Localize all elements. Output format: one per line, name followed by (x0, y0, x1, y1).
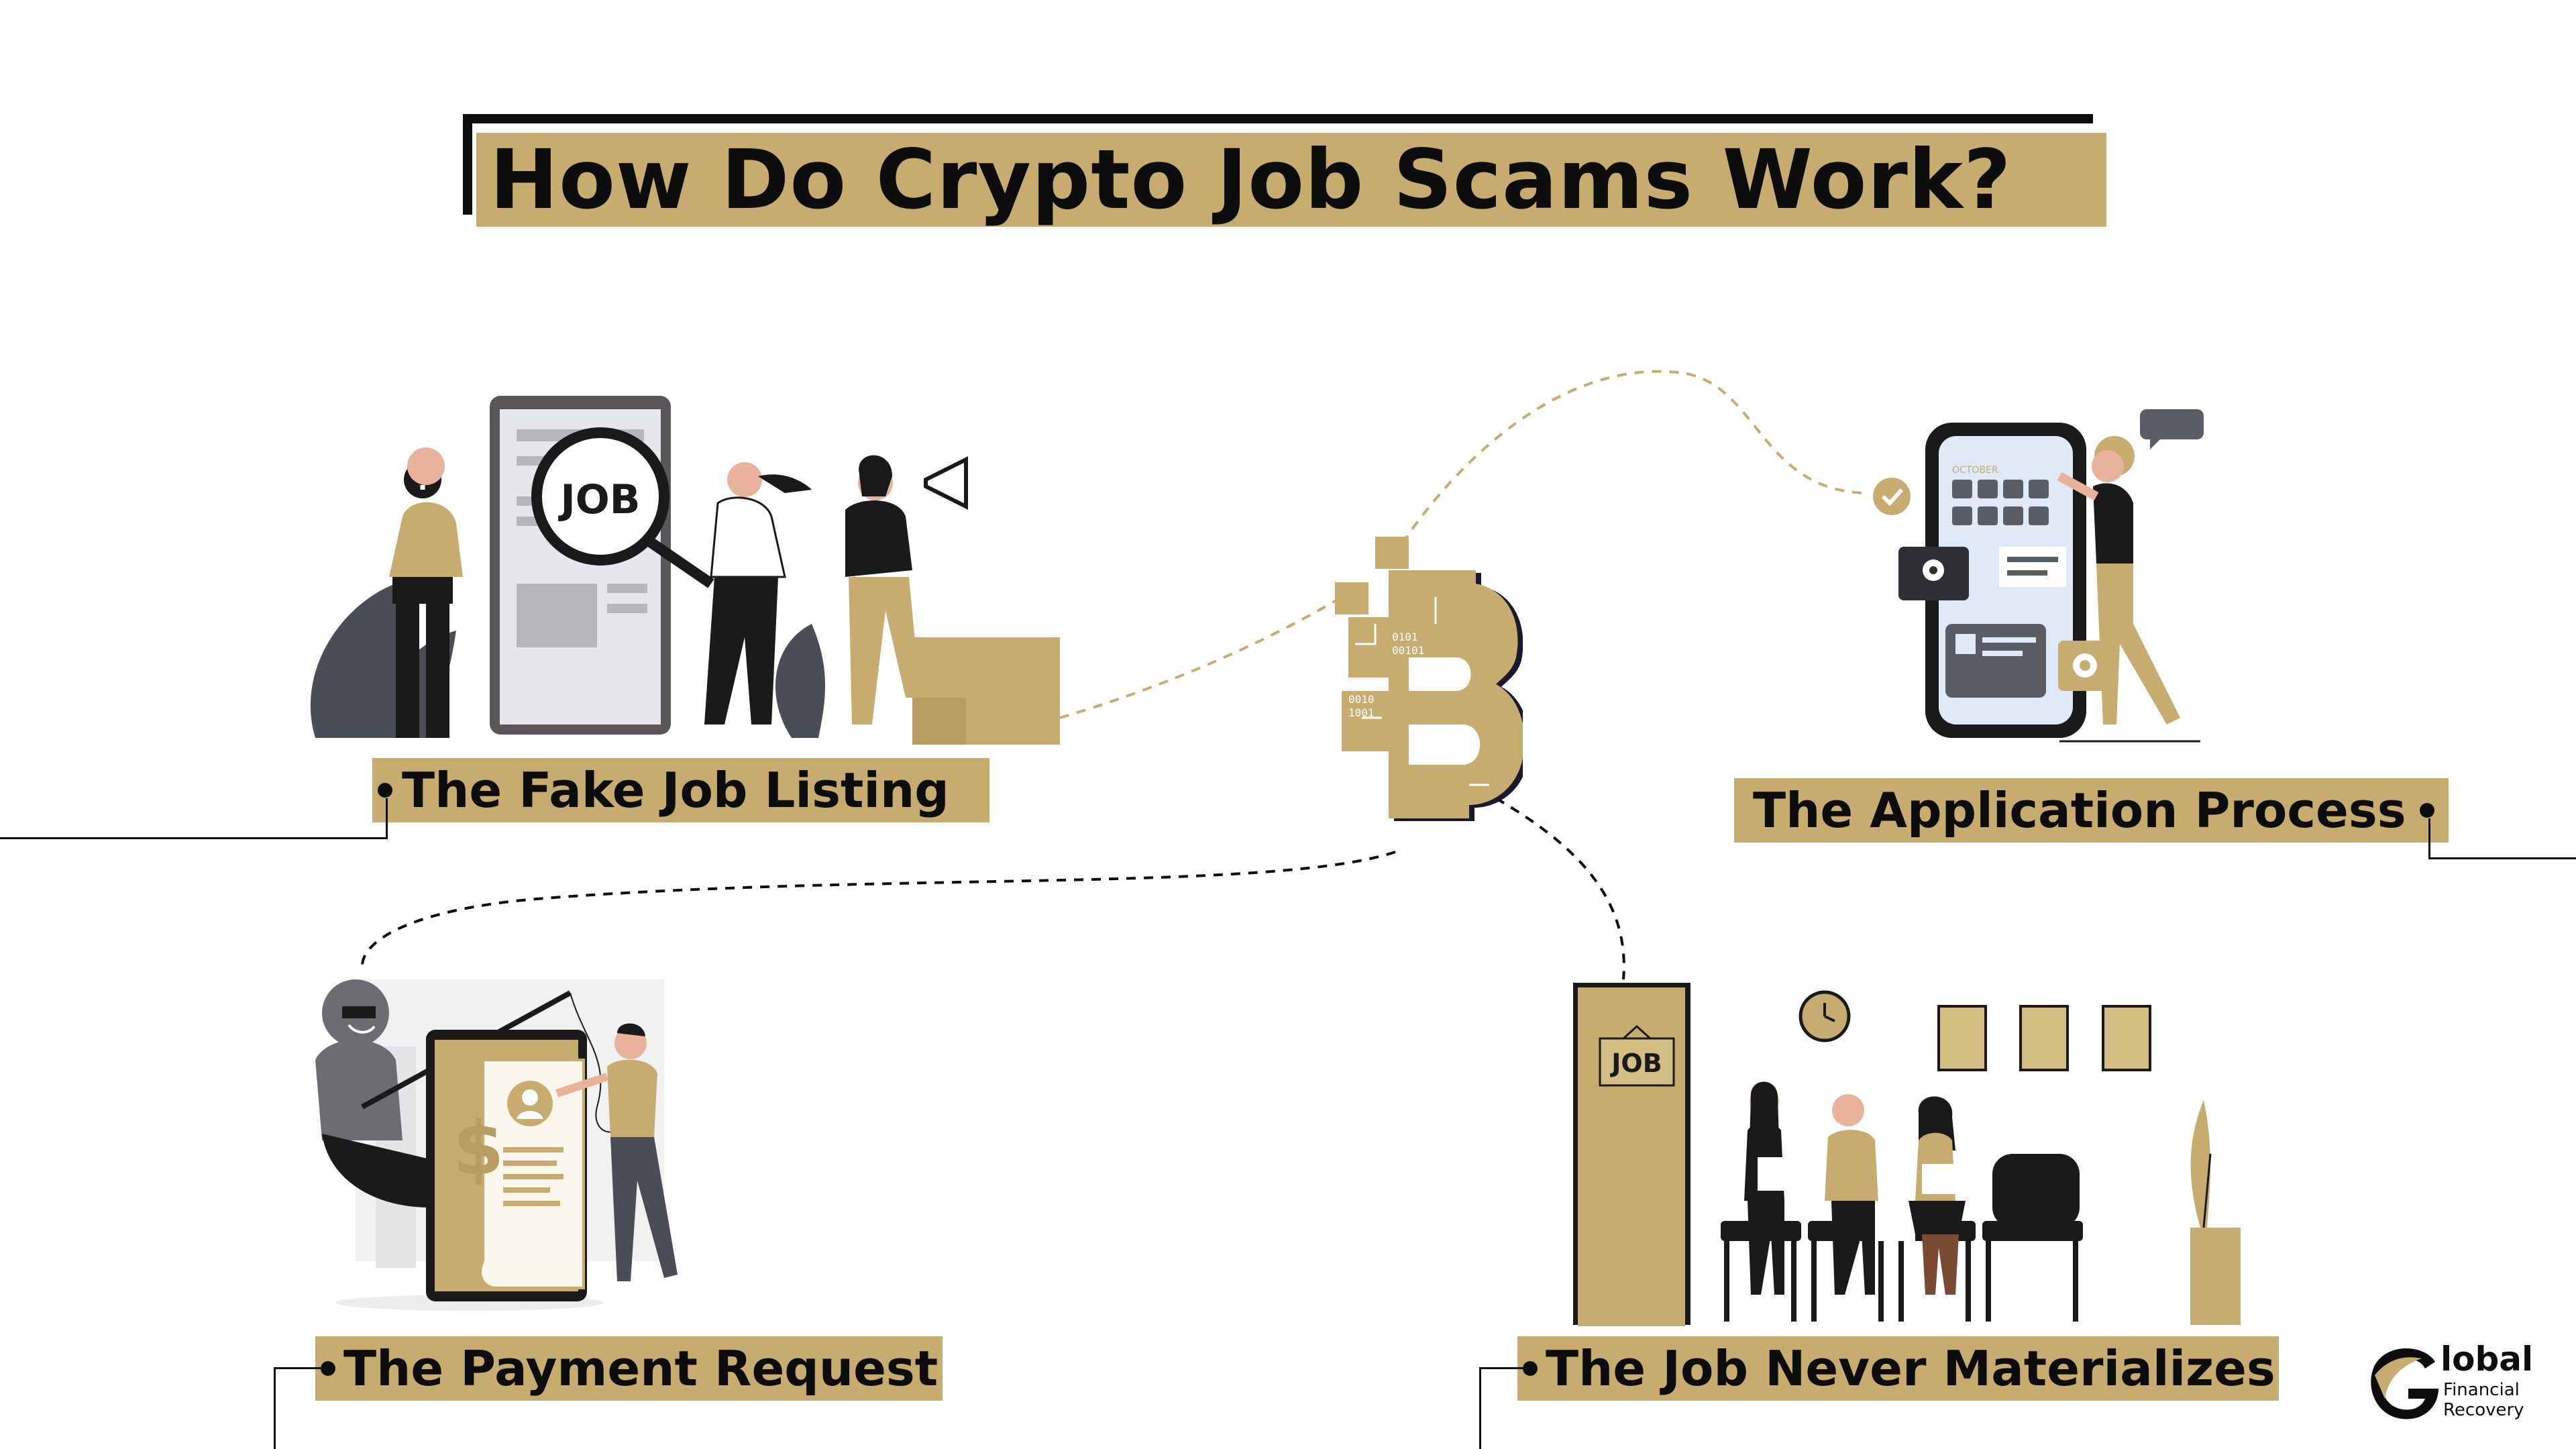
bullet-dot (2419, 803, 2434, 818)
logo-line-1: lobal (2440, 1340, 2534, 1379)
megaphone-icon (924, 456, 968, 510)
logo-g-icon (2371, 1348, 2438, 1419)
bullet-dot (378, 783, 392, 798)
path-listing-to-bitcoin (1059, 596, 1343, 719)
chat-bubble (2140, 409, 2204, 439)
logo-line-3: Recovery (2443, 1400, 2524, 1420)
bullet-dot (321, 1361, 335, 1376)
door-sign-label: JOB (1609, 1049, 1662, 1078)
dollar-icon: $ (453, 1106, 504, 1191)
step-label: The Payment Request (343, 1340, 938, 1397)
path-bitcoin-to-application (1401, 370, 1866, 545)
path-bitcoin-to-payment (361, 851, 1396, 967)
payment-request-illustration: $ (315, 979, 678, 1311)
title-block: How Do Crypto Job Scams Work? (463, 114, 2106, 228)
connector-line-never-vertical (1479, 1367, 1481, 1449)
binary-label-2: 00101 (1392, 644, 1424, 657)
step-payment-request: The Payment Request (315, 1336, 943, 1401)
calendar-month: OCTOBER (1952, 465, 1998, 476)
step-label: The Job Never Materializes (1546, 1340, 2275, 1397)
application-process-illustration: OCTOBER (1873, 409, 2204, 743)
step-label: The Fake Job Listing (402, 762, 949, 818)
step-fake-job-listing: The Fake Job Listing (372, 758, 989, 822)
title-highlight (476, 133, 2106, 227)
connector-line-application-vertical (2428, 818, 2430, 859)
magnifier-lens (531, 427, 669, 566)
step-label: The Application Process (1753, 782, 2406, 839)
fake-job-listing-illustration: JOB ! (310, 396, 1060, 745)
connector-line-payment-vertical (274, 1367, 276, 1449)
path-bitcoin-to-never (1495, 797, 1625, 980)
binary-label-4: 1001 (1348, 706, 1375, 719)
connector-line-fake-listing-vertical (386, 798, 388, 839)
global-financial-recovery-logo: lobal Financial Recovery (2361, 1338, 2563, 1426)
step-job-never-materializes: The Job Never Materializes (1517, 1336, 2279, 1401)
binary-label-3: 0010 (1348, 693, 1375, 706)
job-never-materializes-illustration: JOB (1573, 983, 2241, 1326)
logo-line-2: Financial (2443, 1380, 2520, 1400)
step-application-process: The Application Process (1734, 778, 2449, 843)
title-left-rule (463, 114, 472, 215)
connector-line-application (2428, 857, 2576, 859)
title-top-rule (463, 114, 2093, 123)
plant-pot (2190, 1228, 2241, 1325)
door-sign (1599, 1037, 1675, 1087)
bullet-dot (1523, 1361, 1538, 1376)
connector-line-payment (274, 1367, 321, 1369)
job-badge: JOB (557, 476, 640, 523)
binary-label-1: 0101 (1392, 631, 1418, 643)
check-icon (1873, 478, 1911, 515)
page-title: How Do Crypto Job Scams Work? (490, 132, 2012, 227)
connector-line-never (1479, 1367, 1523, 1369)
bitcoin-icon: 0101 00101 0010 1001 (1335, 537, 1523, 821)
connector-line-fake-listing (0, 837, 388, 839)
